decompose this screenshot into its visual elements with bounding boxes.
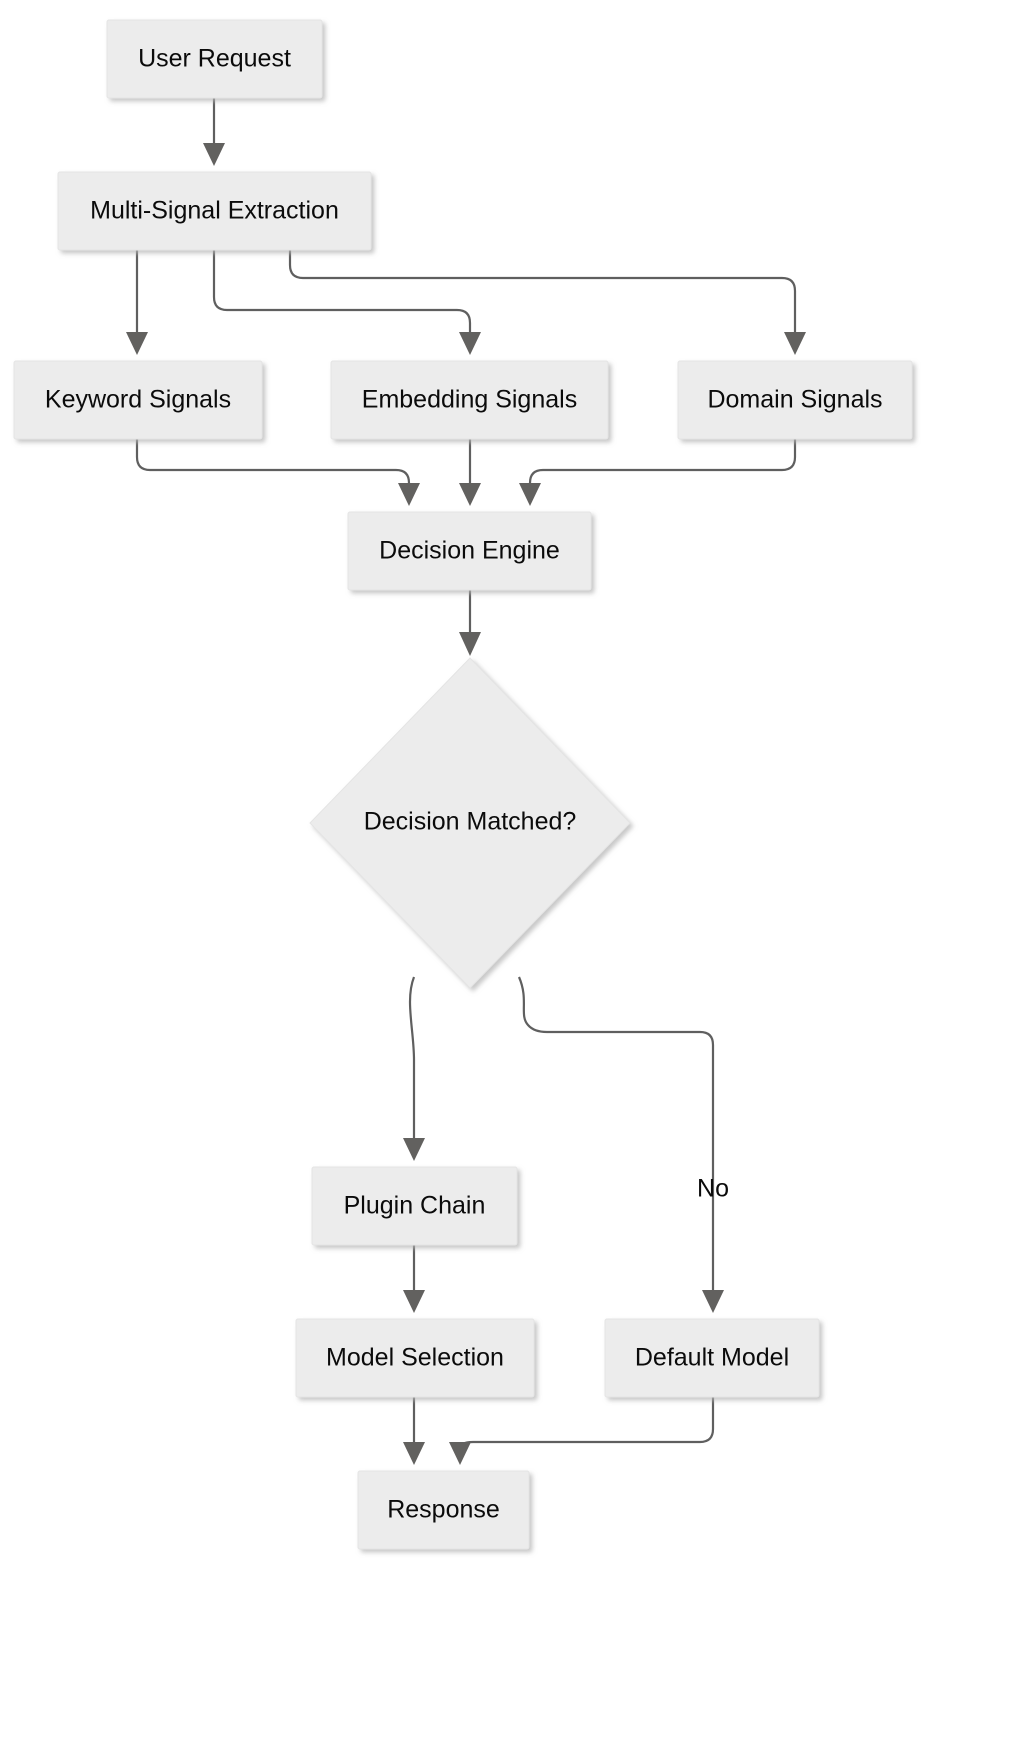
edge-decision-engine-to-decision-matched: [459, 590, 481, 656]
edge-decision-matched-to-default-model: No: [517, 976, 729, 1313]
edge-model-selection-to-response: [403, 1397, 425, 1465]
node-keyword-signals[interactable]: Keyword Signals: [13, 360, 263, 440]
node-label-user-request: User Request: [138, 45, 291, 73]
edge-multi-signal-extraction-to-domain-signals: [288, 250, 806, 355]
edge-multi-signal-extraction-to-keyword-signals: [126, 250, 148, 355]
node-default-model[interactable]: Default Model: [604, 1318, 820, 1398]
node-user-request[interactable]: User Request: [106, 19, 323, 99]
node-embedding-signals[interactable]: Embedding Signals: [330, 360, 609, 440]
edge-label-no: No: [697, 1175, 729, 1203]
node-plugin-chain[interactable]: Plugin Chain: [311, 1166, 518, 1246]
node-label-default-model: Default Model: [635, 1344, 789, 1372]
edge-plugin-chain-to-model-selection: [403, 1245, 425, 1313]
node-label-model-selection: Model Selection: [326, 1344, 504, 1372]
node-decision-matched[interactable]: Decision Matched?: [309, 657, 631, 989]
edge-keyword-signals-to-decision-engine: [135, 439, 420, 506]
node-multi-signal-extraction[interactable]: Multi-Signal Extraction: [57, 171, 372, 251]
node-response[interactable]: Response: [357, 1470, 530, 1550]
node-domain-signals[interactable]: Domain Signals: [677, 360, 913, 440]
node-layer: User Request Multi-Signal Extraction Key…: [13, 19, 913, 1550]
node-label-keyword-signals: Keyword Signals: [45, 386, 231, 414]
node-label-domain-signals: Domain Signals: [707, 386, 882, 414]
node-label-decision-matched: Decision Matched?: [364, 808, 577, 836]
edge-default-model-to-response: [449, 1397, 715, 1465]
edge-domain-signals-to-decision-engine: [519, 439, 797, 506]
edge-user-request-to-multi-signal-extraction: [203, 98, 225, 166]
node-label-decision-engine: Decision Engine: [379, 537, 560, 565]
node-label-plugin-chain: Plugin Chain: [344, 1192, 486, 1220]
node-label-response: Response: [387, 1496, 500, 1524]
edge-layer: Yes No: [126, 98, 806, 1465]
edge-multi-signal-extraction-to-embedding-signals: [212, 250, 481, 355]
node-model-selection[interactable]: Model Selection: [295, 1318, 535, 1398]
node-decision-engine[interactable]: Decision Engine: [347, 511, 592, 591]
edge-embedding-signals-to-decision-engine: [459, 439, 481, 506]
node-label-multi-signal-extraction: Multi-Signal Extraction: [90, 197, 339, 225]
node-label-embedding-signals: Embedding Signals: [362, 386, 577, 414]
